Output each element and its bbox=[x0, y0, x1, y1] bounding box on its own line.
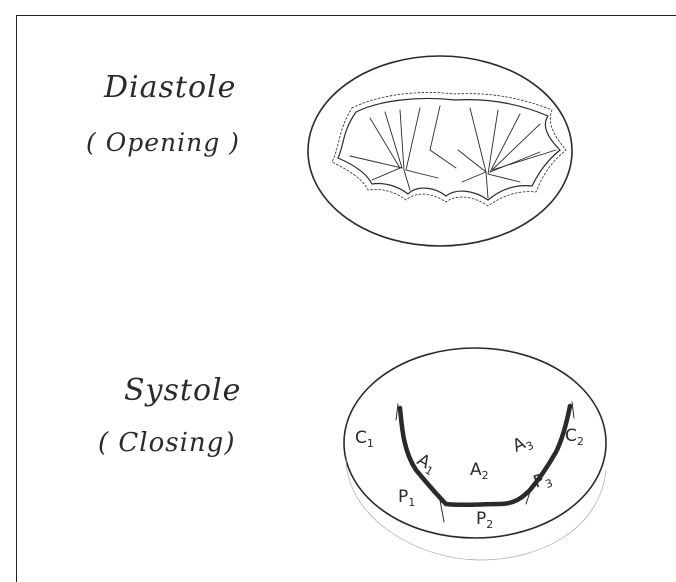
coaptation-shading bbox=[571, 401, 575, 419]
label-a2: A2 bbox=[470, 460, 489, 482]
scallop-labels: C1 A1 A2 A3 C2 P1 P2 P3 bbox=[355, 426, 584, 531]
coaptation-shading bbox=[525, 485, 533, 505]
opening-label: ( Opening ) bbox=[86, 128, 240, 157]
closed-valve-drawing bbox=[343, 347, 607, 561]
open-valve-orifice bbox=[337, 97, 561, 201]
coaptation-line bbox=[397, 403, 573, 508]
label-p1: P1 bbox=[398, 487, 415, 509]
open-valve-chordae bbox=[349, 105, 557, 199]
coaptation-shading bbox=[395, 403, 399, 421]
coaptation-shading bbox=[439, 499, 445, 523]
open-valve-drawing bbox=[307, 55, 573, 247]
open-valve-fringe bbox=[331, 92, 567, 207]
closed-valve-shadow bbox=[345, 459, 607, 561]
systole-label: Systole bbox=[124, 373, 242, 408]
label-a3: A3 bbox=[510, 431, 536, 459]
label-p2: P2 bbox=[476, 509, 493, 531]
page-frame bbox=[16, 15, 676, 582]
diastole-label: Diastole bbox=[104, 70, 237, 105]
open-valve-annulus bbox=[307, 55, 573, 247]
label-c1: C1 bbox=[355, 428, 374, 450]
closing-label: ( Closing) bbox=[98, 428, 236, 458]
closed-valve-annulus bbox=[343, 347, 607, 539]
label-c2: C2 bbox=[565, 426, 584, 448]
